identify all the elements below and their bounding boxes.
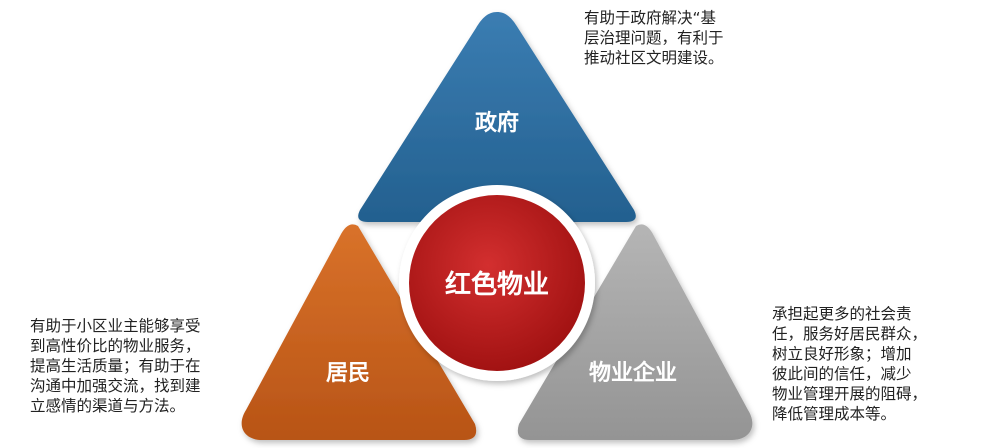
property-label: 物业企业 bbox=[589, 360, 677, 386]
residents-description-line: 立感情的渠道与方法。 bbox=[30, 397, 186, 415]
residents-description-line: 沟通中加强交流，找到建 bbox=[30, 377, 201, 395]
residents-description-line: 有助于小区业主能够享受 bbox=[30, 317, 201, 335]
government-description: 有助于政府解决“基 层治理问题，有利于 推动社区文明建设。 bbox=[584, 8, 724, 68]
property-segment bbox=[517, 224, 753, 440]
government-segment bbox=[358, 12, 636, 222]
government-description-line: 层治理问题，有利于 bbox=[584, 29, 724, 47]
center-label: 红色物业 bbox=[445, 269, 549, 300]
property-description-line: 树立良好形象；增加 bbox=[772, 345, 912, 363]
property-description: 承担起更多的社会责 任，服务好居民群众， 树立良好形象；增加 彼此间的信任，减少… bbox=[772, 304, 927, 424]
property-description-line: 降低管理成本等。 bbox=[772, 405, 897, 423]
residents-segment bbox=[241, 224, 477, 440]
property-description-line: 物业管理开展的阻碍， bbox=[772, 385, 928, 403]
government-description-line: 有助于政府解决“基 bbox=[584, 9, 717, 27]
property-description-line: 彼此间的信任，减少 bbox=[772, 365, 912, 383]
residents-description: 有助于小区业主能够享受 到高性价比的物业服务， 提高生活质量；有助于在 沟通中加… bbox=[30, 316, 201, 416]
residents-description-line: 提高生活质量；有助于在 bbox=[30, 357, 201, 375]
property-description-line: 任，服务好居民群众， bbox=[772, 325, 928, 343]
government-label: 政府 bbox=[475, 110, 519, 136]
residents-description-line: 到高性价比的物业服务， bbox=[30, 337, 201, 355]
center-circle bbox=[409, 195, 585, 371]
residents-label: 居民 bbox=[326, 361, 370, 386]
property-description-line: 承担起更多的社会责 bbox=[772, 305, 912, 323]
government-description-line: 推动社区文明建设。 bbox=[584, 49, 724, 67]
